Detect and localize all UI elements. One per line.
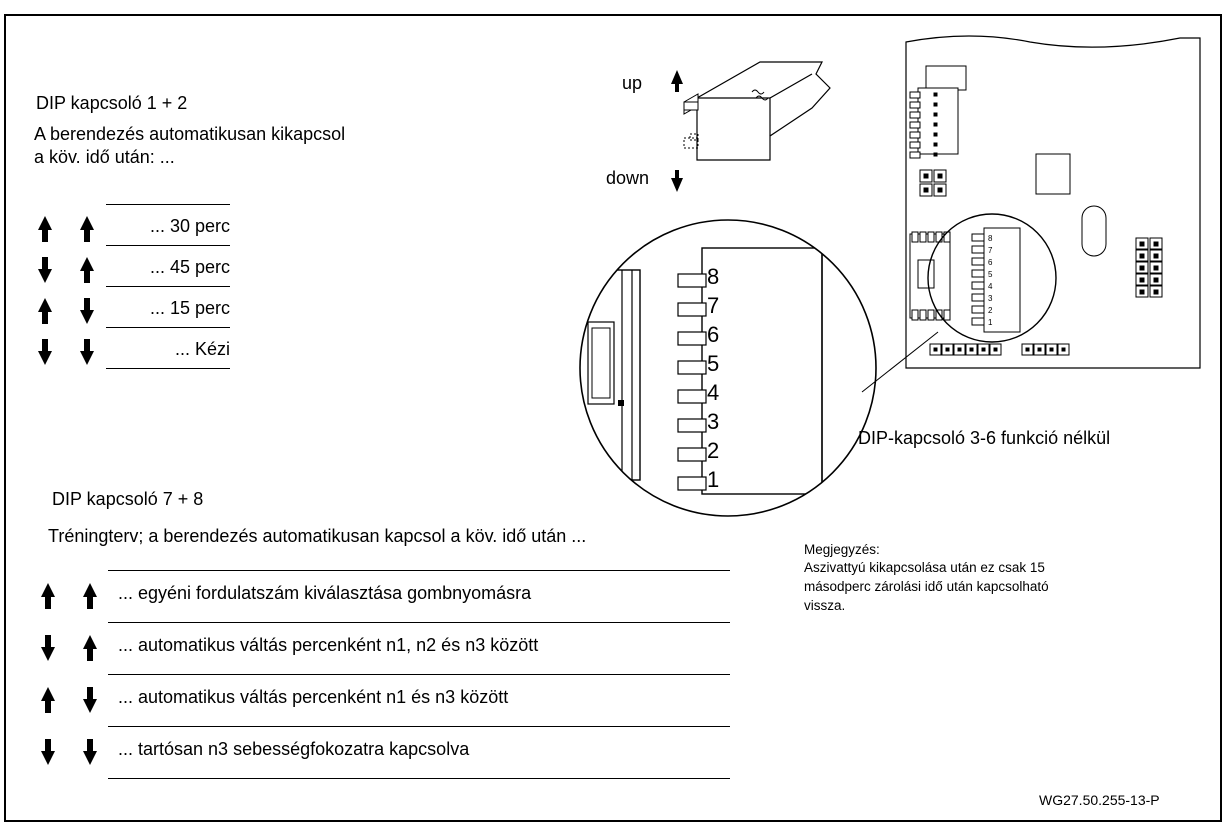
- up-label: up: [622, 73, 643, 93]
- row-label: ... 30 perc: [149, 216, 230, 236]
- board-dip-number: 6: [988, 258, 993, 267]
- dip-switch-lever: [677, 447, 707, 462]
- dip-number-label: 7: [707, 293, 720, 318]
- row-divider: [108, 674, 730, 675]
- switch-up-arrow-icon: [82, 583, 98, 614]
- section1-desc-line2: a köv. idő után: ...: [34, 147, 175, 167]
- circuit-board: 8 7 6 5 4 3 2 1: [905, 35, 1201, 369]
- switch-down-arrow-icon: [82, 739, 98, 770]
- note-line2: másodperc zárolási idő után kapcsolható: [804, 579, 1049, 594]
- magnifier: [579, 219, 877, 517]
- board-dip-number: 7: [988, 246, 993, 255]
- up-arrow-icon: [671, 70, 683, 92]
- row-divider: [108, 622, 730, 623]
- dip-number-label: 3: [707, 409, 720, 434]
- row-label: ... 45 perc: [149, 257, 230, 277]
- switch-up-arrow-icon: [40, 687, 56, 718]
- switch-up-arrow-icon: [40, 583, 56, 614]
- section1-desc-line1: A berendezés automatikusan kikapcsol: [34, 124, 346, 144]
- board-dip-number: 3: [988, 294, 993, 303]
- dip-switch-lever: [677, 360, 707, 375]
- switch-up-arrow-icon: [82, 635, 98, 666]
- row-divider: [108, 778, 730, 779]
- row-label: ... Kézi: [174, 339, 230, 359]
- row-divider: [108, 570, 730, 571]
- row-label: ... egyéni fordulatszám kiválasztása gom…: [118, 583, 532, 603]
- dip-number-label: 1: [707, 467, 720, 492]
- switch-down-arrow-icon: [79, 298, 95, 329]
- row-label: ... 15 perc: [149, 298, 230, 318]
- section1-title: DIP kapcsoló 1 + 2: [36, 93, 188, 113]
- down-arrow-icon: [671, 170, 683, 192]
- board-dip-number: 1: [988, 318, 993, 327]
- section2-title: DIP kapcsoló 7 + 8: [52, 489, 204, 509]
- switch-down-arrow-icon: [37, 257, 53, 288]
- zoom-circle: [927, 213, 1057, 343]
- board-dip-number: 4: [988, 282, 993, 291]
- dip-switch-lever: [677, 331, 707, 346]
- switch-down-arrow-icon: [82, 687, 98, 718]
- switch-down-arrow-icon: [79, 339, 95, 370]
- switch-down-arrow-icon: [40, 739, 56, 770]
- dip-switch-lever: [677, 389, 707, 404]
- switch-down-arrow-icon: [37, 339, 53, 370]
- dip-number-label: 4: [707, 380, 720, 405]
- row-divider: [108, 726, 730, 727]
- row-divider: [106, 368, 230, 369]
- dip-switch-lever: [677, 418, 707, 433]
- row-label: ... automatikus váltás percenként n1, n2…: [118, 635, 539, 655]
- dip-switch-lever: [677, 302, 707, 317]
- dip-number-label: 2: [707, 438, 720, 463]
- dip-note: DIP-kapcsoló 3-6 funkció nélkül: [858, 428, 1111, 448]
- row-divider: [106, 327, 230, 328]
- note-line1: Aszivattyú kikapcsolása után ez csak 15: [804, 560, 1045, 575]
- switch-up-arrow-icon: [37, 298, 53, 329]
- board-dip-number: 8: [988, 234, 993, 243]
- row-divider: [106, 245, 230, 246]
- board-dip-number: 5: [988, 270, 993, 279]
- row-divider: [106, 204, 230, 205]
- switch-down-arrow-icon: [40, 635, 56, 666]
- dip-switch-illustration: [671, 61, 831, 192]
- row-divider: [106, 286, 230, 287]
- note-heading: Megjegyzés:: [804, 542, 880, 557]
- down-label: down: [606, 168, 650, 188]
- diagram-frame: [4, 14, 1222, 822]
- dip-switch-lever: [677, 273, 707, 288]
- note-line3: vissza.: [804, 598, 846, 613]
- reference-code: WG27.50.255-13-P: [1039, 792, 1160, 808]
- dip-number-label: 6: [707, 322, 720, 347]
- switch-up-arrow-icon: [37, 216, 53, 247]
- section2-desc: Tréningterv; a berendezés automatikusan …: [48, 526, 587, 546]
- switch-up-arrow-icon: [79, 216, 95, 247]
- dip-switch-lever: [677, 476, 707, 491]
- row-label: ... automatikus váltás percenként n1 és …: [118, 687, 509, 707]
- board-dip-number: 2: [988, 306, 993, 315]
- row-label: ... tartósan n3 sebességfokozatra kapcso…: [118, 739, 470, 759]
- dip-number-label: 5: [707, 351, 720, 376]
- switch-up-arrow-icon: [79, 257, 95, 288]
- dip-number-label: 8: [707, 264, 720, 289]
